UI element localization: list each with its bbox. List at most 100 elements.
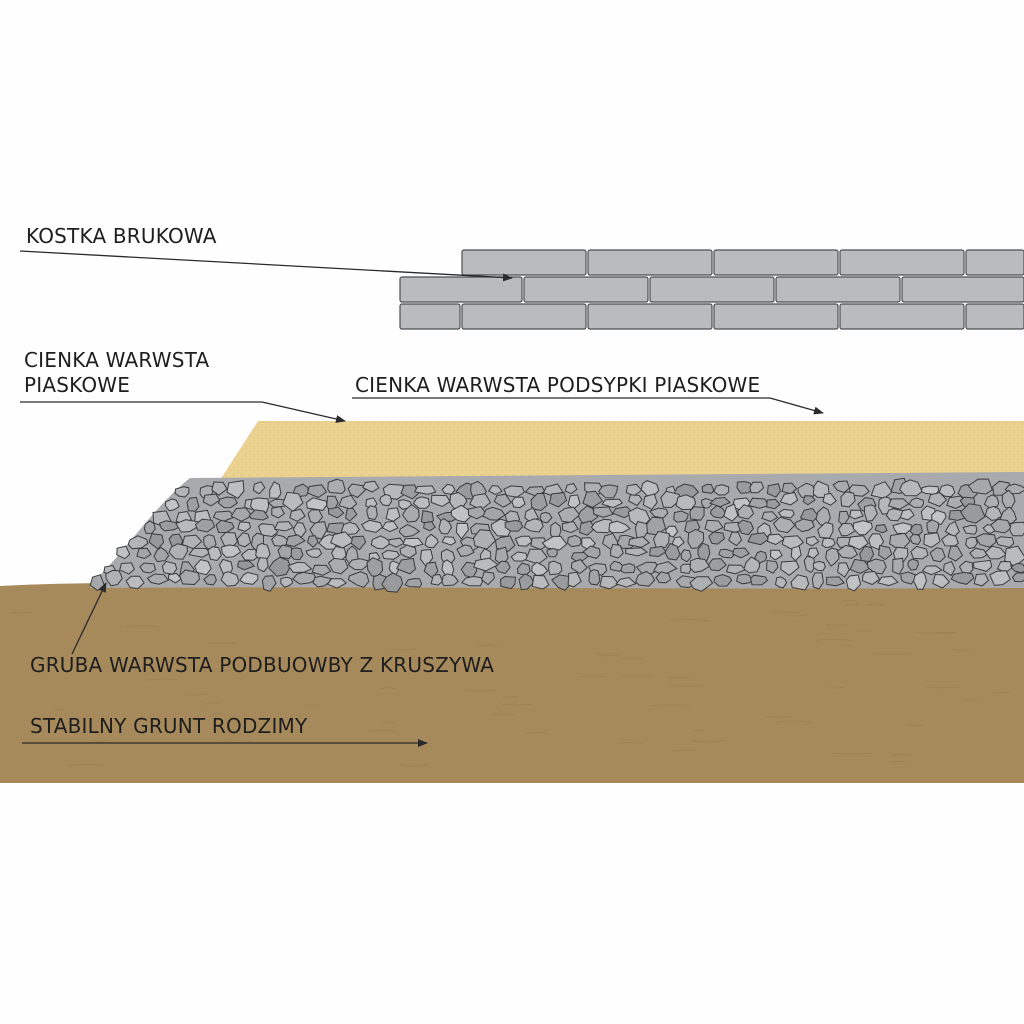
soil-texture-stroke (210, 712, 224, 715)
aggregate-stone (582, 490, 604, 509)
aggregate-stone (780, 560, 800, 577)
aggregate-stone (736, 573, 753, 585)
soil-texture-stroke (68, 764, 105, 767)
aggregate-stone (305, 497, 328, 511)
aggregate-stone (379, 493, 393, 507)
native-soil-layer (0, 583, 1024, 783)
aggregate-stone (874, 524, 888, 534)
aggregate-stone (849, 558, 871, 575)
aggregate-stone (564, 482, 578, 495)
aggregate-stone (248, 509, 269, 521)
aggregate-stone (567, 571, 582, 588)
soil-texture-stroke (216, 740, 253, 743)
aggregate-stone (840, 491, 856, 508)
soil-texture-stroke (201, 702, 224, 705)
aggregate-stone (687, 528, 705, 549)
soil-body (0, 583, 1024, 783)
aggregate-stone (899, 479, 923, 497)
aggregate-stone (649, 507, 669, 519)
aggregate-stone (765, 559, 779, 574)
paver-brick (399, 276, 523, 303)
aggregate-stone (207, 546, 222, 562)
aggregate-stone (777, 508, 795, 519)
aggregate-stone (399, 544, 417, 559)
aggregate-stone (340, 521, 360, 536)
aggregate-stone (326, 578, 348, 589)
aggregate-stone (401, 504, 420, 523)
aggregate-stone (455, 522, 469, 540)
aggregate-stone (482, 506, 506, 521)
aggregate-stone (913, 571, 928, 590)
aggregate-stone (438, 517, 453, 535)
aggregate-stone (592, 506, 614, 518)
aggregate-stone (167, 572, 183, 584)
aggregate-stone (153, 546, 170, 563)
aggregate-stone (950, 571, 975, 585)
aggregate-stone (236, 532, 252, 548)
aggregate-stone (350, 535, 367, 551)
label-sand-left-line1: CIENKA WARWSTA (24, 348, 210, 372)
aggregate-stone (546, 547, 558, 558)
aggregate-stone (708, 558, 727, 572)
aggregate-stone (306, 535, 319, 548)
soil-texture-stroke (622, 657, 646, 659)
aggregate-stone (139, 562, 157, 574)
aggregate-stone (578, 520, 596, 536)
soil-texture-stroke (380, 687, 396, 690)
soil-texture-stroke (463, 689, 497, 692)
paver-brick (587, 303, 713, 330)
aggregate-stone (510, 551, 529, 562)
aggregate-stone (628, 536, 651, 548)
aggregate-stone (946, 495, 967, 509)
aggregate-stone (500, 575, 517, 590)
aggregate-stone (811, 572, 824, 590)
aggregate-stone (974, 533, 997, 548)
aggregate-stone (837, 522, 857, 537)
aggregate-stone (779, 491, 799, 506)
aggregate-stone (360, 519, 383, 533)
aggregate-stone (766, 498, 781, 510)
aggregate-layer (89, 472, 1024, 593)
paver-brick (587, 249, 713, 276)
aggregate-stone (680, 549, 692, 563)
aggregate-stone (625, 547, 649, 557)
leader-sand-left-arrow (261, 401, 346, 423)
aggregate-stone (927, 492, 948, 507)
aggregate-stone (749, 481, 765, 494)
aggregate-stone (832, 480, 850, 494)
label-soil: STABILNY GRUNT RODZIMY (30, 714, 308, 738)
aggregate-stone (582, 545, 601, 559)
aggregate-stone (194, 559, 212, 576)
aggregate-stone (910, 545, 929, 560)
aggregate-stone (852, 520, 873, 536)
soil-texture-stroke (962, 699, 978, 702)
aggregate-stone (877, 575, 899, 587)
paver-brick (461, 303, 587, 330)
aggregate-stone (822, 492, 837, 506)
aggregate-stone (292, 571, 317, 585)
aggregate-stone (347, 558, 369, 571)
aggregate-stone (709, 505, 727, 519)
leader-paver (19, 250, 513, 282)
aggregate-stone (441, 573, 459, 587)
aggregate-stone (220, 571, 240, 587)
paver-brick (839, 249, 965, 276)
aggregate-stone (807, 547, 820, 560)
aggregate-stone (289, 508, 306, 522)
label-sand-right: CIENKA WARWSTA PODSYPKI PIASKOWE (355, 373, 761, 397)
aggregate-stone (548, 492, 568, 508)
aggregate-stone (723, 503, 739, 522)
aggregate-stone (885, 508, 904, 522)
aggregate-stone (923, 532, 941, 548)
paver-brick (461, 249, 587, 276)
aggregate-stone (211, 481, 228, 496)
aggregate-stone (704, 519, 724, 533)
aggregate-stone (836, 544, 859, 559)
aggregate-stone (1009, 521, 1024, 537)
paver-brick (775, 276, 901, 303)
aggregate-stone (847, 535, 869, 551)
soil-texture-stroke (476, 644, 499, 648)
aggregate-stone (635, 561, 659, 575)
aggregate-stone (186, 496, 200, 512)
aggregate-stone (473, 557, 500, 572)
